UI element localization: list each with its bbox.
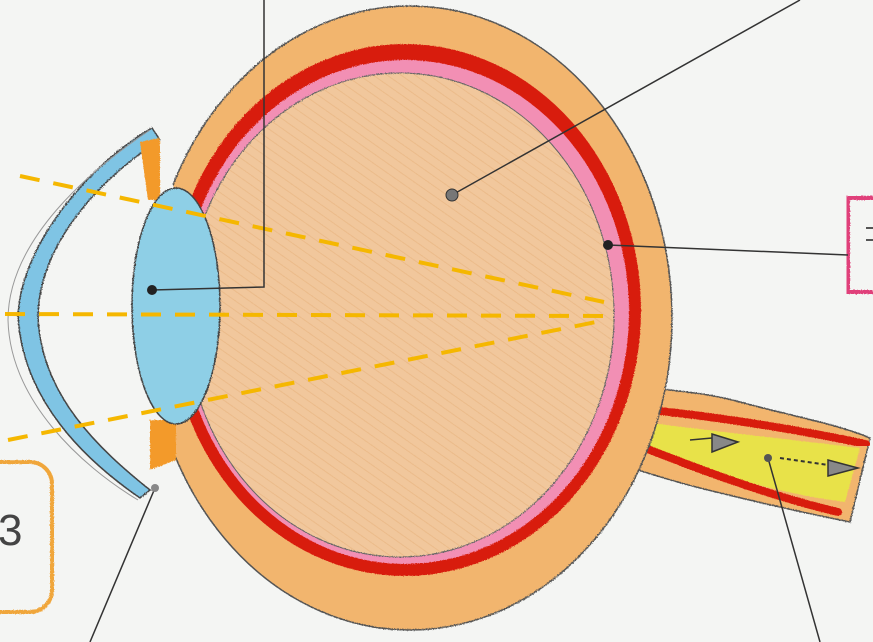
lens	[132, 188, 220, 424]
leader-line-sclera	[90, 488, 155, 642]
iris-bottom	[150, 420, 176, 470]
marker-dot-vitreous	[446, 189, 458, 201]
marker-dot-retina	[603, 240, 613, 250]
marker-dot-lens	[147, 285, 157, 295]
label-box-right	[848, 198, 873, 292]
marker-dot-sclera	[151, 484, 159, 492]
marker-dot-optic-nerve	[764, 454, 772, 462]
label-box-left-text: 3	[0, 506, 22, 555]
